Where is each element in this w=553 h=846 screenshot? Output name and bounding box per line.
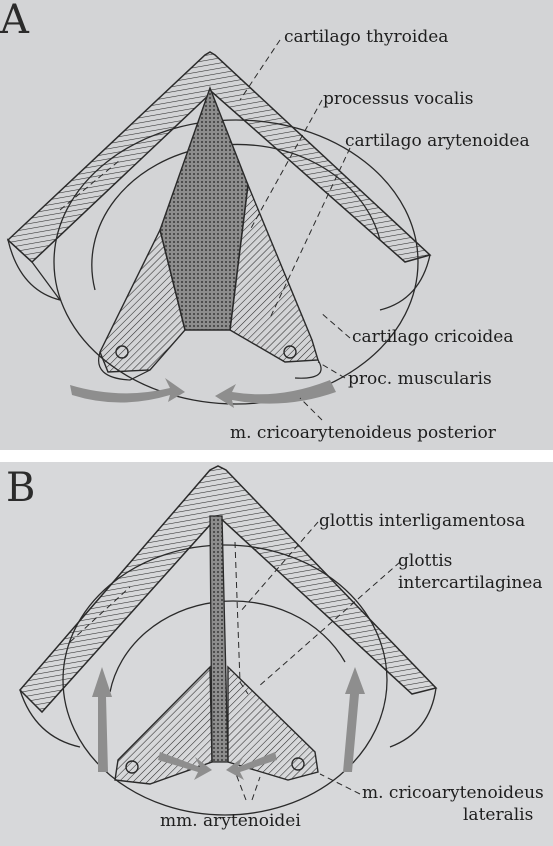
label-glottis: glottis — [398, 552, 452, 571]
label-cartilago-thyroidea: cartilago thyroidea — [284, 28, 448, 47]
label-intercartilaginea: intercartilaginea — [398, 574, 543, 593]
rima-glottidis-b — [210, 516, 228, 762]
label-lateralis: lateralis — [463, 806, 533, 825]
panel-b-letter: B — [6, 468, 35, 508]
label-processus-vocalis: processus vocalis — [323, 90, 473, 109]
label-m-cricoarytenoideus: m. cricoarytenoideus — [362, 784, 544, 803]
pca-muscle-arrows — [70, 378, 336, 408]
panel-separator — [0, 450, 553, 462]
panel-b: B glottis interligamentosa glottis inter… — [0, 462, 553, 846]
label-mm-arytenoidei: mm. arytenoidei — [160, 812, 301, 831]
label-cartilago-arytenoidea: cartilago arytenoidea — [345, 132, 530, 151]
panel-a: A cartilago thyroidea processus vocalis … — [0, 0, 553, 450]
label-m-cricoarytenoideus-posterior: m. cricoarytenoideus posterior — [230, 424, 496, 443]
label-glottis-interligamentosa: glottis interligamentosa — [319, 512, 525, 531]
label-proc-muscularis: proc. muscularis — [348, 370, 492, 389]
label-cartilago-cricoidea: cartilago cricoidea — [352, 328, 514, 347]
panel-a-letter: A — [0, 0, 29, 40]
